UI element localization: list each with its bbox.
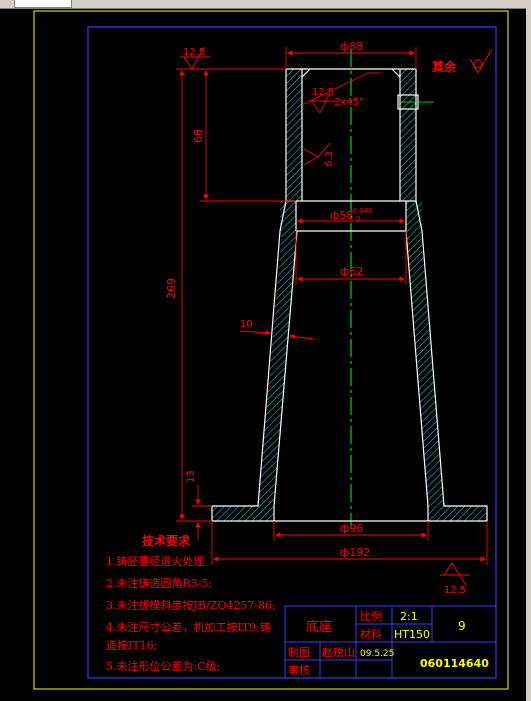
dim-base-13: 13	[186, 470, 197, 483]
technical-notes: 技术要求 1.铸胚要经退火处理 2.未注铸造圆角R3-5; 3.未注拔模斜度按J…	[106, 533, 276, 673]
cad-drawing: ф88 269 68 ф58 -0.046 0 ф62 ф96 ф192 13 …	[33, 10, 509, 690]
dim-base-192: ф192	[340, 546, 370, 559]
drawn-label: 制图	[288, 646, 310, 659]
sheet-no: 9	[458, 619, 466, 633]
outer-frame	[33, 10, 509, 690]
note-4: 4.未注尺寸公差，机加工按IT9;铸	[106, 620, 271, 634]
date: 09.5.25	[360, 649, 394, 659]
material-label: 材料	[360, 627, 382, 641]
section-hatching	[212, 69, 487, 521]
note-3: 3.未注拔模斜度按JB/ZQ4257-86;	[106, 598, 276, 612]
dim-top-diameter: ф88	[340, 40, 363, 53]
drawing-viewport[interactable]: ф88 269 68 ф58 -0.046 0 ф62 ф96 ф192 13 …	[0, 9, 526, 701]
scale-label: 比例	[360, 609, 382, 623]
dim-bore-tol-lower: 0	[356, 215, 360, 223]
roughness-bottom: 12.5	[444, 585, 466, 596]
roughness-inner: 6.3	[324, 151, 335, 167]
check-label: 审核	[288, 663, 310, 677]
dim-inner-62: ф62	[340, 265, 363, 278]
dim-height-269: 269	[165, 278, 178, 299]
roughness-symbols	[180, 46, 493, 586]
part-outline	[211, 68, 488, 522]
roughness-chamfer: 12.5	[312, 87, 334, 98]
scale-value: 2:1	[400, 610, 418, 623]
window-titlebar	[0, 0, 531, 9]
document-tab[interactable]	[14, 0, 72, 8]
note-5: 5.未注形位公差为:C级;	[106, 659, 220, 673]
material-value: HT150	[394, 628, 430, 641]
dim-bore-tol-upper: -0.046	[350, 207, 373, 215]
dim-base-96: ф96	[340, 522, 363, 535]
dim-depth-68: 68	[192, 129, 205, 143]
chamfer-label: 2x45°	[334, 97, 364, 108]
note-4-cont: 造按IT16;	[106, 638, 157, 652]
dim-wall-10: 10	[240, 319, 253, 330]
roughness-top: 12.5	[183, 47, 205, 58]
title-block: 底座 比例 材料 制图 审核 赵锐山 2:1 HT150 09.5.25 9 0…	[284, 605, 497, 679]
notes-heading: 技术要求	[142, 533, 191, 548]
part-name: 底座	[306, 619, 332, 635]
rest-label: 其余	[432, 59, 457, 74]
drawing-no: 060114640	[420, 657, 489, 670]
dim-bore: ф58	[330, 209, 353, 222]
drawer-name: 赵锐山	[322, 645, 355, 659]
note-2: 2.未注铸造圆角R3-5;	[106, 576, 212, 590]
dimension-lines	[176, 47, 488, 565]
note-1: 1.铸胚要经退火处理	[106, 554, 205, 568]
dimension-texts: ф88 269 68 ф58 -0.046 0 ф62 ф96 ф192 13 …	[165, 40, 466, 596]
